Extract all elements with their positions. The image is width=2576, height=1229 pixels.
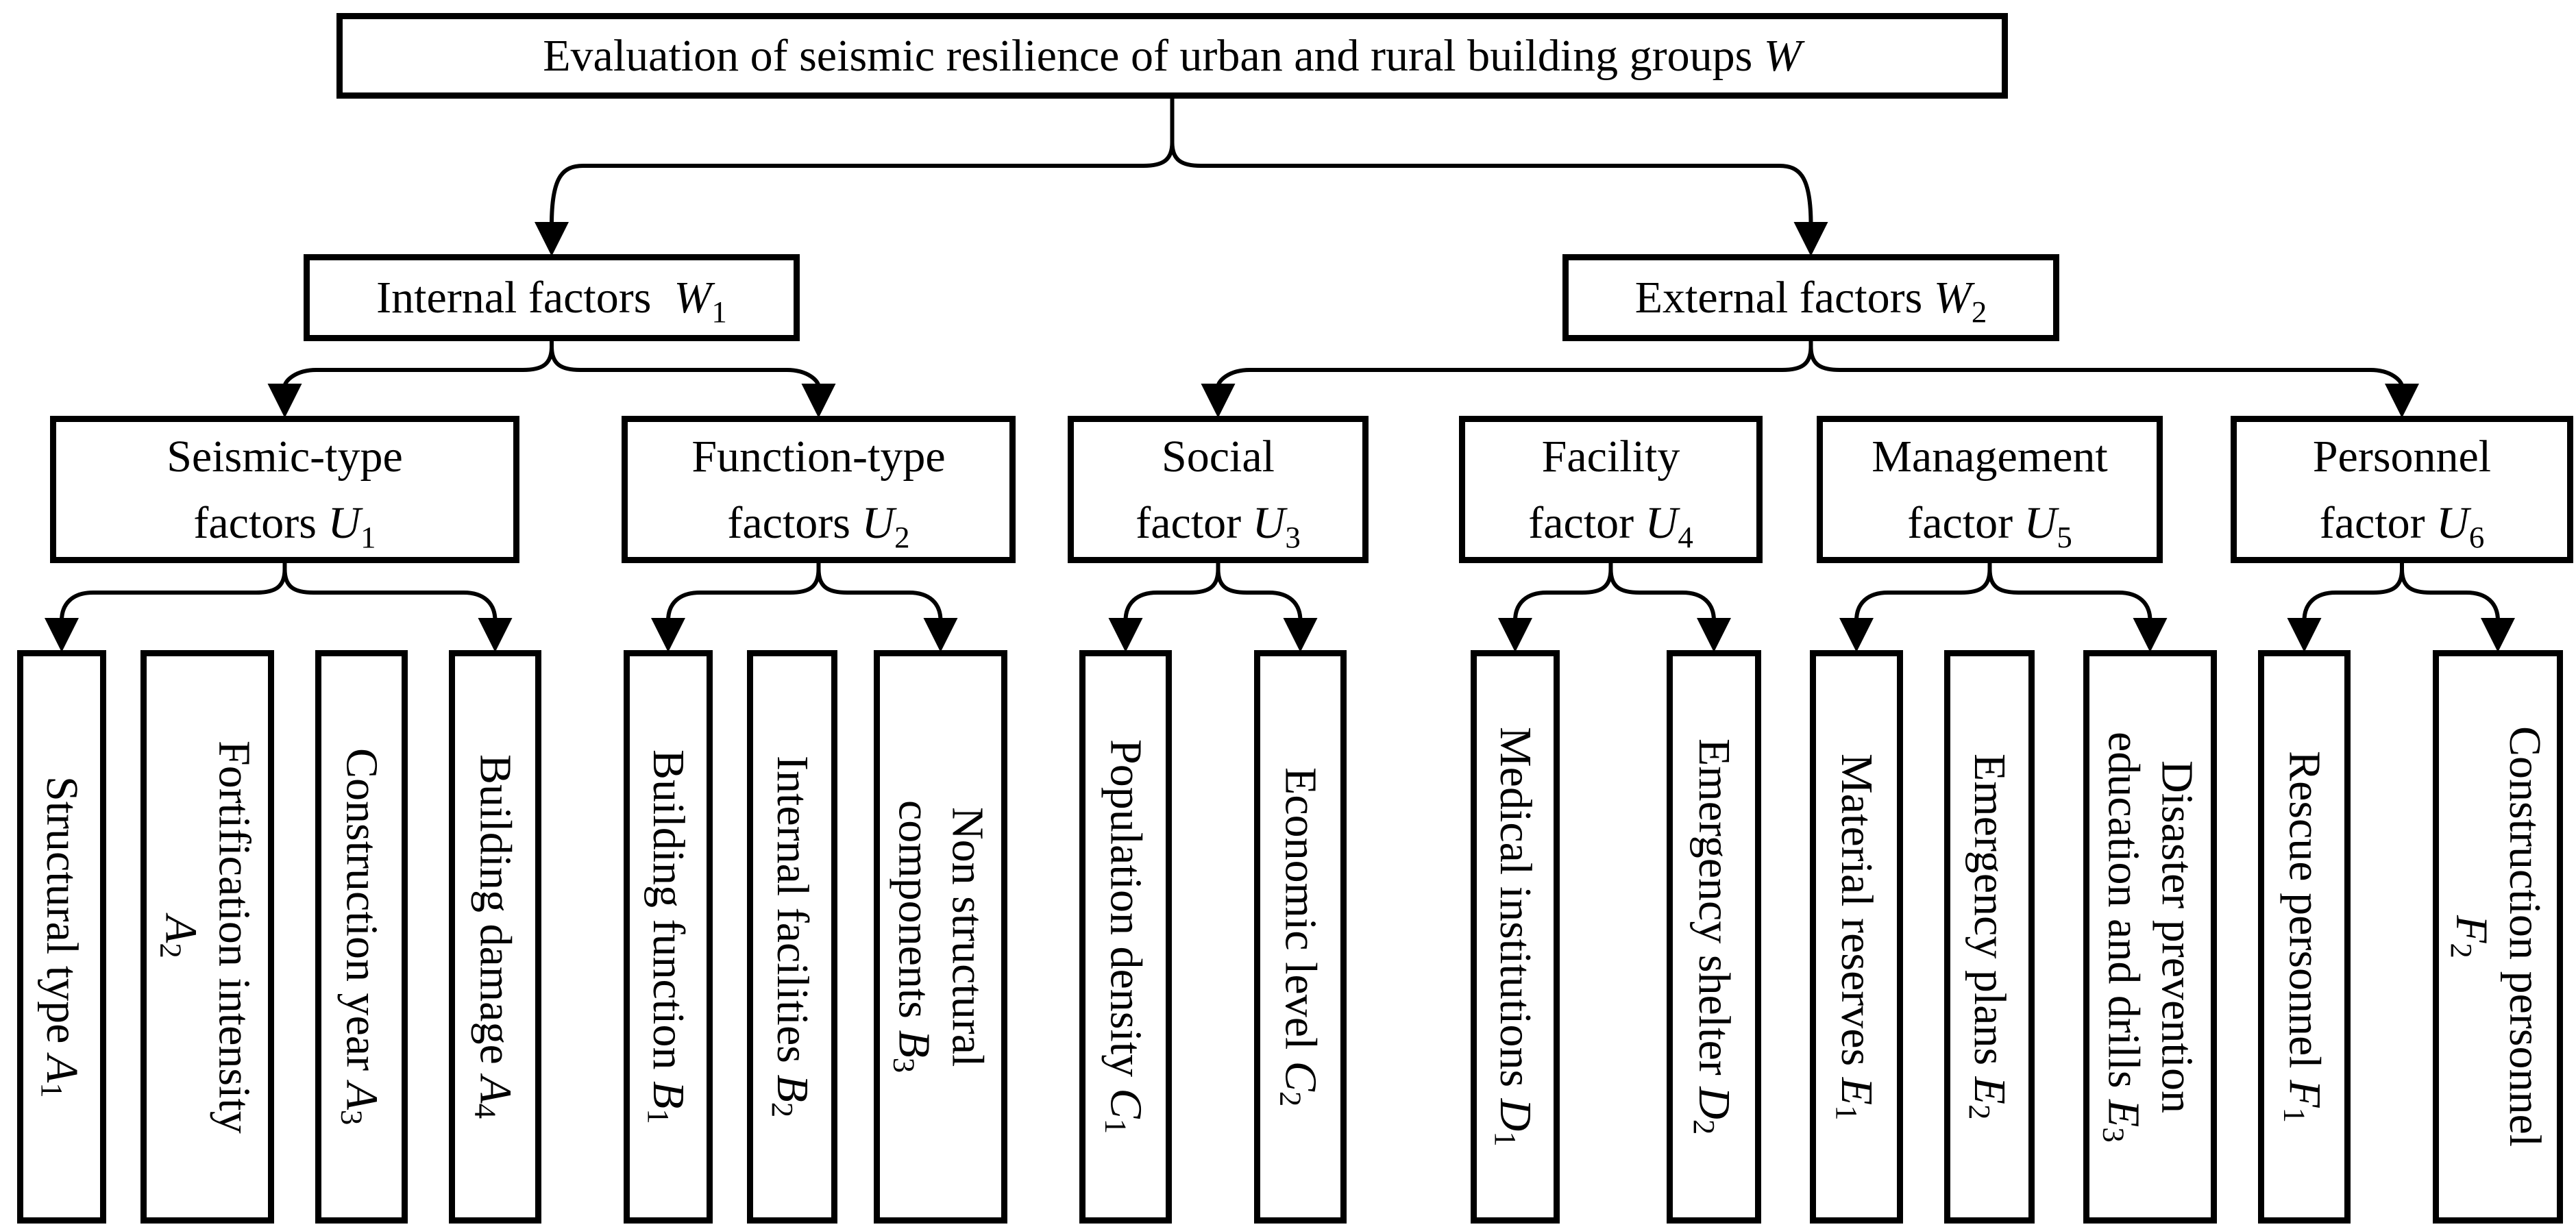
node-w1-label: Internal factors W1 [376,272,727,329]
node-construction-personnel: Construction personnel F2 [2433,650,2563,1224]
connector-w1 [267,341,836,418]
node-material-reserves: Material reserves E1 [1810,650,1903,1224]
node-economic-level: Economic level C2 [1254,650,1347,1224]
node-w2-label: External factors W2 [1634,272,1987,329]
node-seismic-type-factors: Seismic-type factors U1 [50,416,519,563]
node-building-function: Building function B1 [624,650,713,1224]
node-personnel-factor: Personnel factor U6 [2231,416,2573,563]
node-root-label: Evaluation of seismic resilience of urba… [543,30,1802,81]
node-structural-type: Structural type A1 [17,650,106,1224]
node-rescue-personnel: Rescue personnel F1 [2258,650,2351,1224]
connector-u4 [1498,563,1731,652]
node-external-factors: External factors W2 [1562,254,2059,341]
node-building-damage: Building damage A4 [449,650,541,1224]
node-construction-year: Construction year A3 [315,650,408,1224]
connector-u2 [651,563,958,652]
node-population-density: Population density C1 [1079,650,1172,1224]
node-medical-institutions: Medical institutions D1 [1471,650,1560,1224]
node-facility-factor: Facility factor U4 [1459,416,1763,563]
node-disaster-prevention-education: Disaster prevention education and drills… [2083,650,2217,1224]
node-emergency-shelter: Emergency shelter D2 [1667,650,1761,1224]
node-emergency-plans: Emergency plans E2 [1944,650,2035,1224]
node-social-factor: Social factor U3 [1068,416,1369,563]
connector-u3 [1108,563,1318,652]
node-internal-factors: Internal factors W1 [304,254,800,341]
connector-w2 [1201,341,2419,418]
connector-u5 [1839,563,2168,652]
connector-u6 [2287,563,2515,652]
node-root: Evaluation of seismic resilience of urba… [336,13,2008,99]
node-non-structural-components: Non structural components B3 [874,650,1007,1224]
node-internal-facilities: Internal facilities B2 [747,650,837,1224]
connector-u1 [45,563,513,652]
node-function-type-factors: Function-type factors U2 [622,416,1016,563]
node-fortification-intensity: Fortification intensity A2 [140,650,274,1224]
connector-root [535,99,1828,256]
node-management-factor: Management factor U5 [1817,416,2163,563]
